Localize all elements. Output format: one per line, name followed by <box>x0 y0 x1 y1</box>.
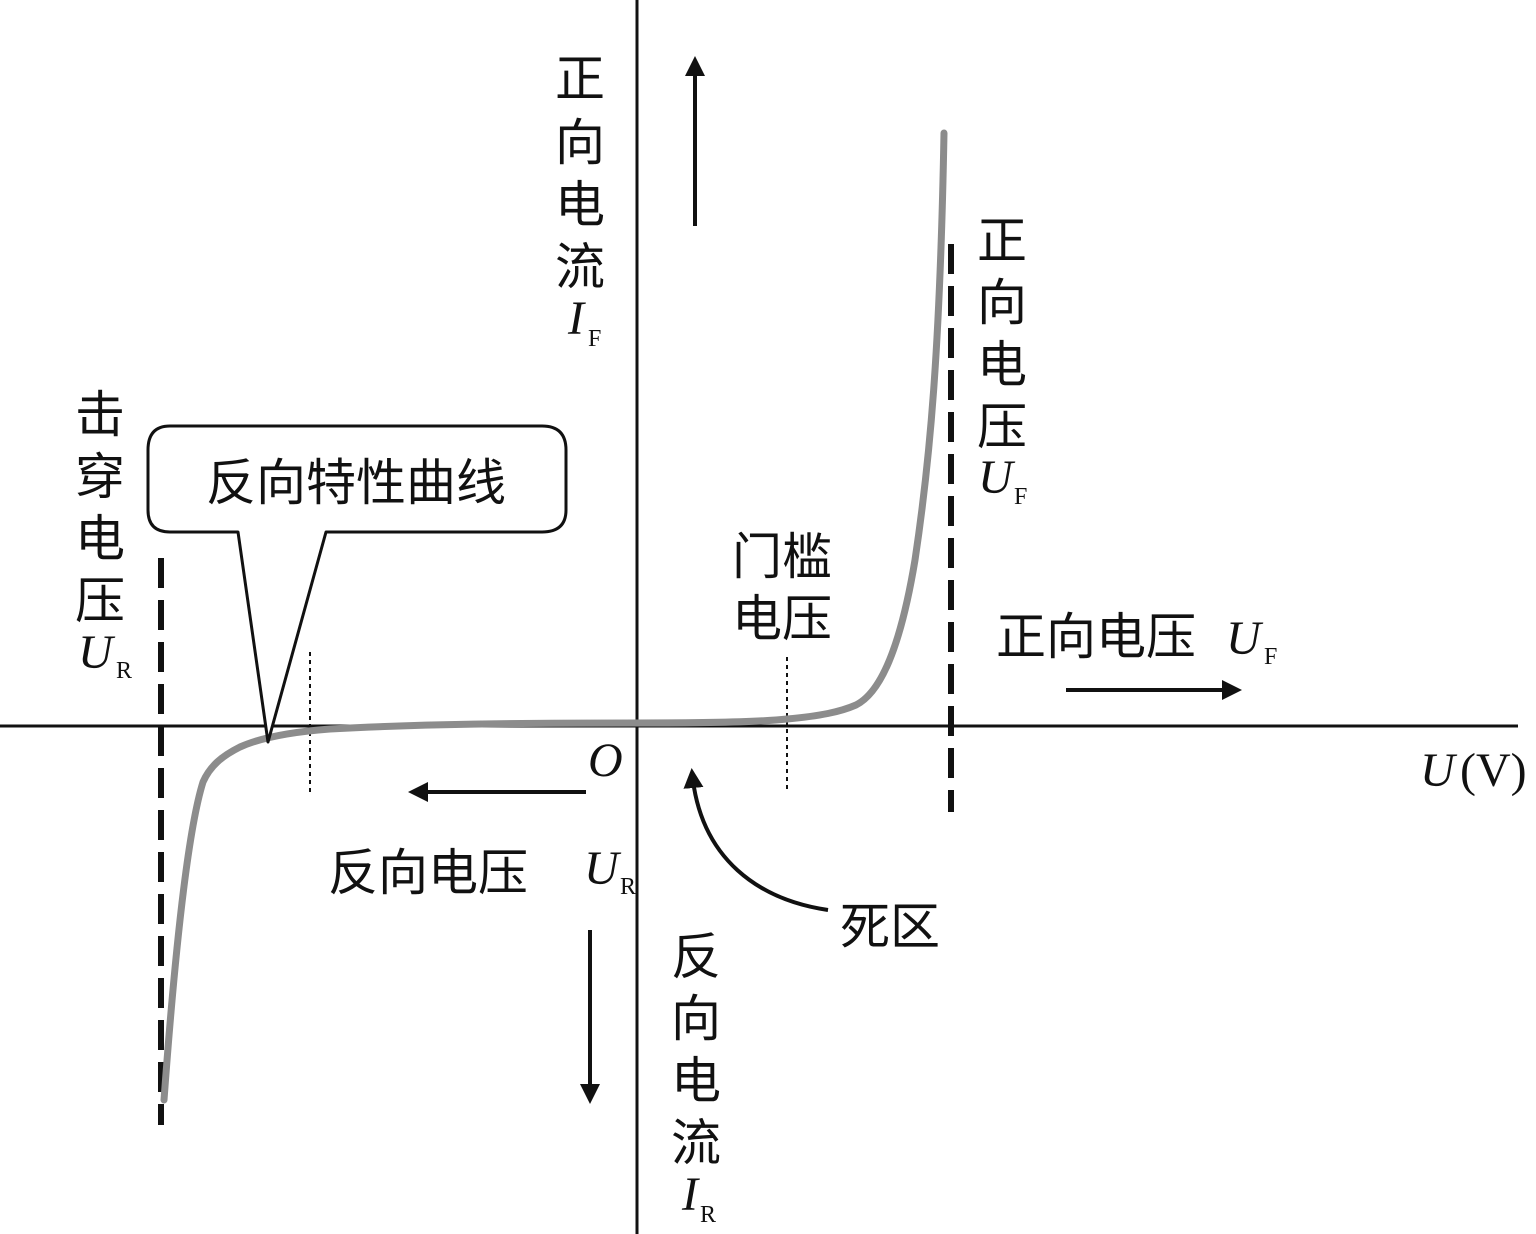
forward-current-char-1: 正 <box>555 50 605 108</box>
origin-label: O <box>588 734 623 787</box>
callout-label: 反向特性曲线 <box>206 454 506 512</box>
forward-voltage-axis-label: 正向电压 <box>996 608 1196 666</box>
breakdown-voltage-char-4: 压 <box>75 572 125 630</box>
forward-current-char-3: 电 <box>555 176 605 234</box>
forward-voltage-char-2: 向 <box>977 274 1027 332</box>
reverse-current-char-3: 电 <box>671 1052 721 1110</box>
forward-current-symbol: I <box>567 292 586 345</box>
callout-bubble <box>146 424 568 744</box>
forward-voltage-char-3: 电 <box>977 336 1027 394</box>
x-axis-unit: (V) <box>1460 744 1527 797</box>
reverse-voltage-symbol: U <box>584 842 622 895</box>
reverse-characteristic-curve <box>160 719 641 1104</box>
x-axis-symbol: U <box>1420 744 1458 797</box>
breakdown-voltage-subscript: R <box>116 658 132 684</box>
reverse-current-symbol: I <box>681 1168 700 1221</box>
forward-current-subscript: F <box>588 326 601 352</box>
threshold-voltage-line1: 门槛 <box>732 528 832 586</box>
forward-voltage-axis-symbol: U <box>1226 612 1264 665</box>
reverse-current-char-4: 流 <box>671 1114 721 1172</box>
dead-zone-label: 死区 <box>840 898 940 956</box>
reverse-voltage-label: 反向电压 <box>328 844 528 902</box>
reverse-current-subscript: R <box>700 1202 716 1228</box>
forward-current-char-4: 流 <box>555 238 605 296</box>
forward-voltage-subscript: F <box>1014 484 1027 510</box>
breakdown-voltage-char-1: 击 <box>75 386 125 444</box>
forward-characteristic-curve <box>633 129 948 727</box>
breakdown-voltage-symbol: U <box>78 626 116 679</box>
reverse-current-char-2: 向 <box>671 990 721 1048</box>
threshold-voltage-line2: 电压 <box>732 590 832 648</box>
reverse-current-char-1: 反 <box>671 928 721 986</box>
forward-voltage-axis-subscript: F <box>1264 644 1277 670</box>
dead-zone-pointer-arrow <box>683 768 829 912</box>
breakdown-voltage-char-3: 电 <box>75 510 125 568</box>
forward-voltage-symbol: U <box>978 451 1016 504</box>
breakdown-voltage-char-2: 穿 <box>75 448 125 506</box>
forward-current-char-2: 向 <box>555 114 605 172</box>
forward-voltage-char-1: 正 <box>977 212 1027 270</box>
reverse-voltage-subscript: R <box>620 874 636 900</box>
forward-voltage-char-4: 压 <box>977 398 1027 456</box>
